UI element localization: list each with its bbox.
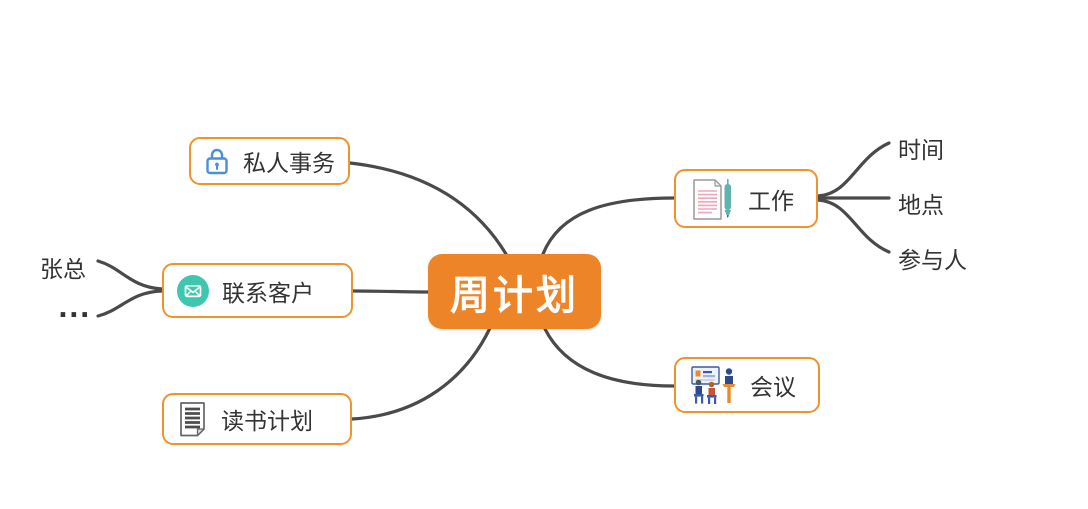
link-work-time [816, 141, 891, 198]
leaf-node-place[interactable]: 地点 [898, 193, 944, 219]
link-contact-zhang [96, 259, 164, 291]
branch-node-meeting[interactable]: 会议 [674, 357, 820, 413]
leaf-node-participants[interactable]: 参与人 [898, 248, 967, 274]
meeting-icon [689, 364, 737, 406]
link-root-meeting [543, 327, 676, 388]
branch-label: 工作 [748, 188, 794, 215]
link-root-reading [350, 326, 492, 421]
link-root-work [541, 196, 676, 256]
branch-label: 联系客户 [222, 280, 314, 307]
branch-label: 读书计划 [221, 409, 313, 435]
branch-node-private-affairs[interactable]: 私人事务 [189, 137, 350, 185]
link-contact-dots [96, 289, 164, 318]
leaf-node-time[interactable]: 时间 [898, 138, 944, 164]
document-pen-icon [689, 176, 735, 222]
branch-label: 私人事务 [243, 151, 335, 177]
document-icon [177, 400, 208, 438]
branch-node-reading-plan[interactable]: 读书计划 [162, 393, 352, 445]
leaf-node-zhang[interactable]: 张总 [40, 257, 86, 283]
branch-node-work[interactable]: 工作 [674, 169, 818, 228]
link-work-people [816, 198, 891, 254]
link-root-private [348, 161, 508, 256]
leaf-node-ellipsis[interactable]: ... [58, 294, 91, 324]
branch-node-contact-customers[interactable]: 联系客户 [162, 263, 353, 318]
lock-icon [204, 146, 230, 176]
root-label: 周计划 [450, 272, 579, 319]
branch-label: 会议 [750, 375, 796, 401]
link-root-contact [351, 289, 430, 294]
mail-icon [177, 274, 209, 307]
root-node-weekly-plan[interactable]: 周计划 [428, 254, 601, 329]
